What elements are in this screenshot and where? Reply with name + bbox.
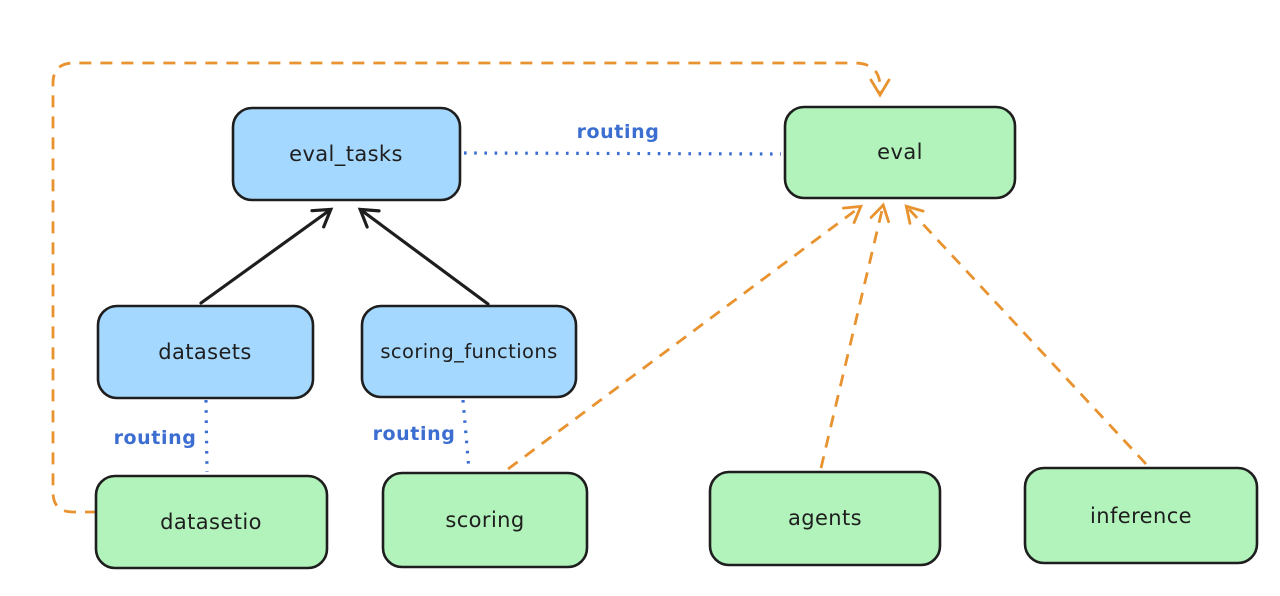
node-datasets-label: datasets	[158, 340, 252, 364]
edge-scoring-to-eval	[507, 204, 863, 471]
node-inference: inference	[1023, 466, 1259, 565]
node-scoring-functions: scoring_functions	[360, 304, 578, 399]
node-scoring-label: scoring	[445, 508, 524, 532]
edge-scoring-functions-to-eval-tasks	[357, 207, 490, 306]
node-eval: eval	[783, 105, 1017, 200]
node-eval-tasks: eval_tasks	[231, 106, 462, 202]
edge-inference-to-eval	[904, 204, 1148, 465]
node-scoring: scoring	[381, 471, 589, 569]
edge-scoring-functions-to-scoring-routing	[461, 399, 471, 471]
node-scoring-functions-label: scoring_functions	[380, 340, 557, 363]
routing-label-datasets-datasetio: routing	[114, 427, 197, 449]
node-eval-label: eval	[877, 140, 923, 164]
node-eval-tasks-label: eval_tasks	[289, 142, 403, 167]
node-datasetio-label: datasetio	[160, 510, 262, 534]
edge-eval-tasks-to-eval-routing	[463, 151, 782, 156]
node-inference-label: inference	[1090, 504, 1192, 528]
edge-datasets-to-eval-tasks	[199, 207, 334, 305]
node-agents-label: agents	[788, 506, 862, 530]
routing-label-eval-tasks-eval: routing	[577, 121, 660, 143]
edge-agents-to-eval	[819, 202, 890, 469]
node-agents: agents	[708, 470, 942, 567]
routing-label-scoring-functions-scoring: routing	[373, 423, 456, 445]
node-datasets: datasets	[96, 304, 315, 400]
edge-datasets-to-datasetio-routing	[204, 399, 209, 473]
node-datasetio: datasetio	[94, 474, 329, 570]
